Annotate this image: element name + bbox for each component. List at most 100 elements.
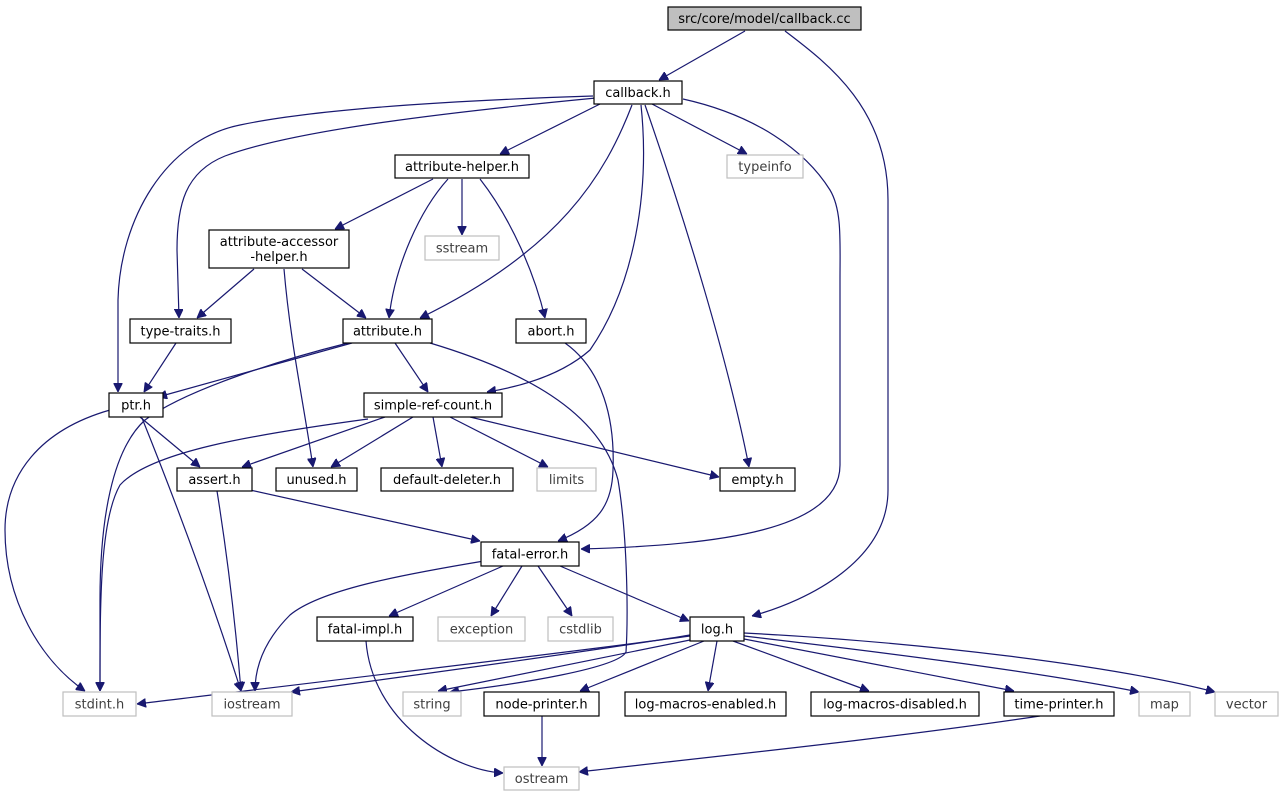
edge-time-printer-to-ostream bbox=[579, 715, 1041, 772]
node-unused[interactable]: unused.h bbox=[275, 467, 358, 492]
node-empty[interactable]: empty.h bbox=[719, 467, 796, 492]
node-label: cstdlib bbox=[559, 623, 602, 638]
node-label: log.h bbox=[701, 623, 733, 638]
node-label: type-traits.h bbox=[141, 325, 221, 340]
edge-fatal-error-to-exception bbox=[491, 565, 523, 616]
edge-log-to-iostream bbox=[291, 634, 691, 692]
edge-ptr-to-stdint bbox=[4, 409, 111, 691]
node-type-traits[interactable]: type-traits.h bbox=[129, 318, 232, 344]
node-label: assert.h bbox=[188, 473, 240, 488]
node-label: vector bbox=[1226, 698, 1268, 713]
node-time-printer[interactable]: time-printer.h bbox=[1003, 691, 1115, 717]
node-label: attribute-helper.h bbox=[405, 160, 519, 175]
node-ptr[interactable]: ptr.h bbox=[108, 392, 164, 418]
node-assert[interactable]: assert.h bbox=[176, 467, 253, 492]
node-label: default-deleter.h bbox=[393, 473, 501, 488]
node-box bbox=[624, 691, 787, 717]
edge-ptr-to-iostream bbox=[141, 417, 241, 691]
edge-simple-ref-count-to-unused bbox=[331, 416, 414, 467]
node-label: iostream bbox=[223, 698, 280, 713]
node-box bbox=[211, 691, 293, 717]
node-label: node-printer.h bbox=[495, 698, 587, 713]
node-box bbox=[810, 691, 980, 717]
edge-log-to-node-printer bbox=[580, 640, 705, 691]
node-label: stdint.h bbox=[75, 698, 124, 713]
node-box bbox=[483, 691, 600, 717]
node-box bbox=[1003, 691, 1115, 717]
node-label: log-macros-enabled.h bbox=[635, 698, 776, 713]
edge-attribute-helper-to-attribute bbox=[389, 178, 449, 318]
edge-root-to-callback bbox=[659, 30, 746, 81]
node-box bbox=[62, 691, 137, 717]
node-box bbox=[176, 467, 253, 492]
node-label: time-printer.h bbox=[1014, 698, 1103, 713]
node-box bbox=[1214, 691, 1279, 717]
node-label: fatal-error.h bbox=[492, 548, 569, 563]
node-label: log-macros-disabled.h bbox=[823, 698, 967, 713]
edge-simple-ref-count-to-assert bbox=[242, 416, 386, 467]
edge-attribute-accessor-to-type-traits bbox=[197, 268, 255, 318]
node-ostream: ostream bbox=[503, 766, 580, 791]
node-attribute[interactable]: attribute.h bbox=[342, 318, 433, 344]
edges-layer bbox=[4, 30, 1215, 773]
node-label: fatal-impl.h bbox=[328, 623, 402, 638]
node-fatal-error[interactable]: fatal-error.h bbox=[480, 541, 580, 567]
node-box bbox=[547, 616, 614, 642]
node-box bbox=[208, 229, 350, 269]
node-label: abort.h bbox=[528, 325, 575, 340]
node-label: exception bbox=[450, 623, 514, 638]
edge-assert-to-fatal-error bbox=[249, 489, 480, 541]
nodes-layer: src/core/model/callback.cc callback.h attr… bbox=[62, 6, 1279, 791]
edge-simple-ref-count-to-empty bbox=[469, 416, 719, 477]
node-box bbox=[536, 467, 597, 492]
edge-fatal-error-to-cstdlib bbox=[537, 565, 572, 616]
node-box bbox=[719, 467, 796, 492]
node-box bbox=[503, 766, 580, 791]
node-default-deleter[interactable]: default-deleter.h bbox=[380, 467, 514, 492]
node-log-macros-disabled[interactable]: log-macros-disabled.h bbox=[810, 691, 980, 717]
node-box bbox=[402, 691, 462, 717]
node-log[interactable]: log.h bbox=[689, 616, 745, 642]
edge-callback-to-attribute-helper bbox=[500, 103, 601, 155]
node-root[interactable]: src/core/model/callback.cc bbox=[667, 6, 862, 31]
edge-log-to-map bbox=[743, 635, 1139, 692]
node-stdint: stdint.h bbox=[62, 691, 137, 717]
node-abort[interactable]: abort.h bbox=[515, 318, 587, 344]
node-box bbox=[1138, 691, 1191, 717]
edge-ptr-to-assert bbox=[139, 416, 200, 467]
edge-log-to-log-macros-enabled bbox=[708, 640, 718, 691]
node-label: limits bbox=[549, 473, 585, 488]
edge-callback-to-ptr bbox=[118, 95, 594, 392]
edge-simple-ref-count-to-limits bbox=[449, 416, 548, 468]
edge-simple-ref-count-to-default-deleter bbox=[432, 416, 442, 467]
node-attribute-helper[interactable]: attribute-helper.h bbox=[394, 154, 530, 179]
node-limits: limits bbox=[536, 467, 597, 492]
node-fatal-impl[interactable]: fatal-impl.h bbox=[316, 616, 414, 642]
node-attribute-accessor[interactable]: attribute-accessor-helper.h bbox=[208, 229, 350, 269]
node-box bbox=[689, 616, 745, 642]
node-iostream: iostream bbox=[211, 691, 293, 717]
node-box bbox=[394, 154, 530, 179]
node-box bbox=[342, 318, 433, 344]
node-log-macros-enabled[interactable]: log-macros-enabled.h bbox=[624, 691, 787, 717]
node-string: string bbox=[402, 691, 462, 717]
edge-fatal-error-to-fatal-impl bbox=[389, 565, 504, 616]
edge-fatal-error-to-iostream bbox=[255, 560, 485, 691]
node-box bbox=[515, 318, 587, 344]
edge-assert-to-iostream bbox=[216, 490, 241, 691]
node-typeinfo: typeinfo bbox=[726, 154, 804, 179]
edge-callback-to-simple-ref-count bbox=[487, 104, 645, 392]
node-simple-ref-count[interactable]: simple-ref-count.h bbox=[363, 392, 503, 418]
node-box bbox=[437, 616, 526, 642]
edge-log-to-vector bbox=[743, 632, 1215, 692]
node-sstream: sstream bbox=[424, 235, 500, 261]
edge-log-to-log-macros-disabled bbox=[732, 640, 869, 691]
node-exception: exception bbox=[437, 616, 526, 642]
edge-fatal-error-to-log bbox=[559, 565, 689, 621]
node-callback[interactable]: callback.h bbox=[593, 80, 683, 105]
node-box bbox=[129, 318, 232, 344]
node-node-printer[interactable]: node-printer.h bbox=[483, 691, 600, 717]
edge-abort-to-fatal-error bbox=[558, 342, 614, 541]
edge-callback-to-empty bbox=[644, 104, 749, 467]
